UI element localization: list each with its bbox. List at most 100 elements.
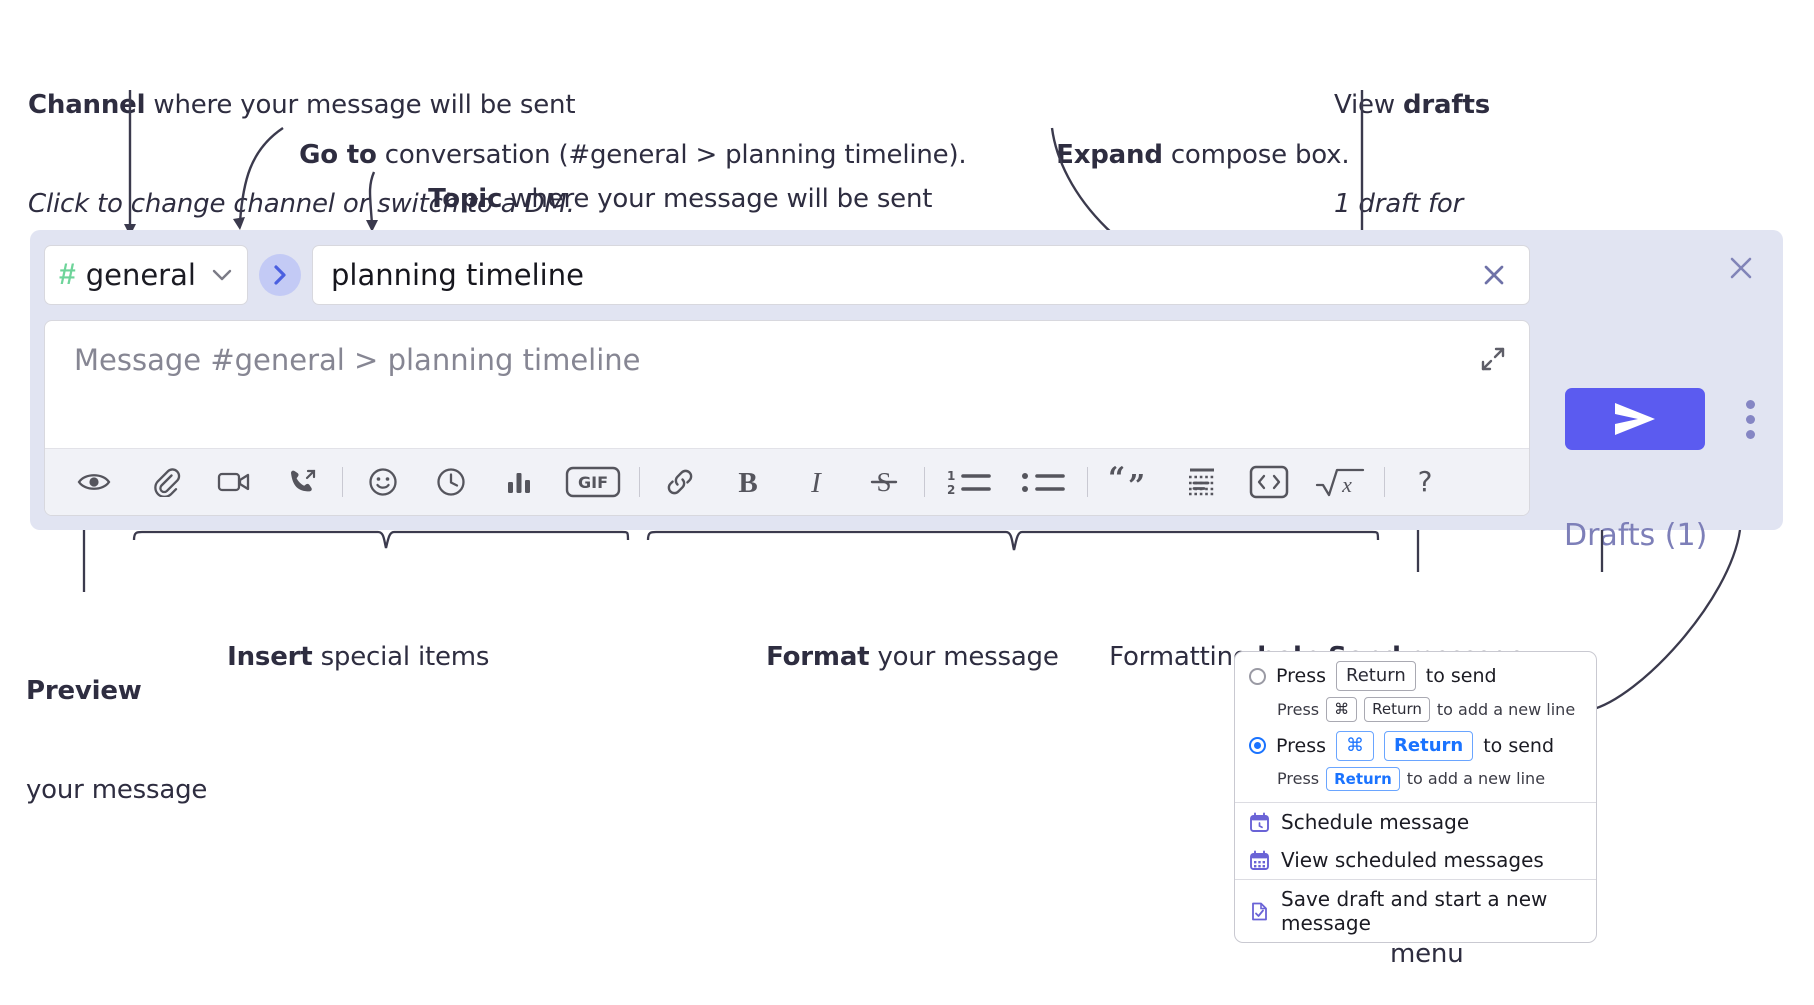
radio-return[interactable] xyxy=(1249,667,1266,685)
preview-icon[interactable] xyxy=(71,459,117,505)
annotation-preview-rest: your message xyxy=(26,775,208,806)
compose-inner: # general planning timeline Message #gen… xyxy=(44,244,1530,516)
toolbar-divider xyxy=(639,467,640,497)
hash-icon: # xyxy=(59,258,76,291)
compose-panel: # general planning timeline Message #gen… xyxy=(30,230,1783,553)
option2-press-label: Press xyxy=(1276,734,1327,757)
send-button[interactable] xyxy=(1565,388,1705,450)
menu-item-view-scheduled-messages[interactable]: View scheduled messages xyxy=(1235,841,1596,879)
svg-text:GIF: GIF xyxy=(578,473,608,492)
latex-icon[interactable]: x xyxy=(1313,459,1367,505)
option2-key-cmd: ⌘ xyxy=(1336,730,1375,761)
svg-text:B: B xyxy=(738,467,757,498)
annotation-topic-bold: Topic xyxy=(428,184,503,215)
code-block-icon[interactable] xyxy=(1179,459,1225,505)
annotation-expand: Expand compose box. xyxy=(1040,106,1349,173)
option2-sub-key-return: Return xyxy=(1326,766,1400,792)
compose-header-row: # general planning timeline xyxy=(44,244,1530,306)
menu-item-label: Schedule message xyxy=(1281,810,1470,835)
annotation-insert-bold: Insert xyxy=(227,642,313,673)
menu-item-label: Save draft and start a new message xyxy=(1281,887,1548,936)
calendar-clock-icon xyxy=(1249,812,1270,833)
drafts-link[interactable]: Drafts (1) xyxy=(1564,518,1708,553)
svg-text:x: x xyxy=(1341,472,1352,497)
send-option-return[interactable]: Press Return to send Press ⌘ Return to a… xyxy=(1235,652,1596,729)
annotation-goto: Go to conversation (#general > planning … xyxy=(283,106,967,173)
goto-conversation-button[interactable] xyxy=(259,254,301,296)
svg-text:I: I xyxy=(810,467,822,498)
svg-text:”: ” xyxy=(1128,469,1145,498)
topic-field[interactable]: planning timeline xyxy=(312,245,1530,305)
annotation-format: Format your message xyxy=(750,608,1059,675)
annotation-topic: Topic where your message will be sent xyxy=(412,150,932,217)
option1-sub-tail: to add a new line xyxy=(1436,699,1576,719)
option1-tail-label: to send xyxy=(1425,665,1497,688)
annotation-topic-rest: where your message will be sent xyxy=(502,184,933,215)
annotation-drafts-italic1: 1 draft for xyxy=(1334,189,1464,220)
blockquote-icon[interactable]: “” xyxy=(1105,459,1157,505)
annotation-help-lead: Formatting xyxy=(1109,642,1258,673)
option2-sub-tail: to add a new line xyxy=(1406,769,1546,789)
option1-sub-press: Press xyxy=(1277,699,1320,719)
option2-key-return: Return xyxy=(1384,730,1474,761)
bulleted-list-icon[interactable] xyxy=(1018,459,1070,505)
annotation-insert: Insert special items xyxy=(211,608,489,675)
link-icon[interactable] xyxy=(657,459,703,505)
chevron-down-icon xyxy=(211,268,233,282)
radio-cmd-return[interactable] xyxy=(1249,737,1266,755)
inline-code-icon[interactable] xyxy=(1247,459,1291,505)
compose-options-menu-button[interactable] xyxy=(1730,396,1770,442)
annotation-format-bold: Format xyxy=(766,642,870,673)
svg-text:2: 2 xyxy=(947,483,955,497)
calendar-grid-icon xyxy=(1249,850,1270,871)
attachment-icon[interactable] xyxy=(143,459,189,505)
annotation-expand-bold: Expand xyxy=(1056,140,1163,171)
message-placeholder: Message #general > planning timeline xyxy=(74,343,641,377)
option2-sub-press: Press xyxy=(1277,769,1320,789)
option1-sub-key-return: Return xyxy=(1364,697,1430,722)
annotation-expand-rest: compose box. xyxy=(1162,140,1350,171)
strikethrough-icon[interactable]: S xyxy=(861,459,907,505)
message-input-box[interactable]: Message #general > planning timeline xyxy=(44,320,1530,516)
menu-item-schedule-message[interactable]: Schedule message xyxy=(1235,803,1596,841)
annotation-drafts-lead: View xyxy=(1334,89,1403,120)
gif-icon[interactable]: GIF xyxy=(564,459,622,505)
save-draft-icon xyxy=(1249,901,1270,922)
svg-text:?: ? xyxy=(1418,465,1433,498)
toolbar-divider xyxy=(924,467,925,497)
expand-icon[interactable] xyxy=(1473,339,1513,379)
svg-text:1: 1 xyxy=(947,469,955,483)
menu-item-label: View scheduled messages xyxy=(1281,848,1544,873)
clock-icon[interactable] xyxy=(428,459,474,505)
option1-sub-key-cmd: ⌘ xyxy=(1326,697,1358,722)
toolbar-divider xyxy=(342,467,343,497)
menu-divider xyxy=(1235,802,1596,804)
toolbar-divider xyxy=(1087,467,1088,497)
italic-icon[interactable]: I xyxy=(793,459,839,505)
menu-item-save-draft[interactable]: Save draft and start a new message xyxy=(1235,880,1596,942)
poll-icon[interactable] xyxy=(496,459,542,505)
clear-topic-icon[interactable] xyxy=(1471,252,1517,298)
audio-call-icon[interactable] xyxy=(279,459,325,505)
compose-options-menu: Press Return to send Press ⌘ Return to a… xyxy=(1234,651,1597,944)
help-icon[interactable]: ? xyxy=(1402,459,1448,505)
channel-name: general xyxy=(85,258,196,292)
annotation-goto-rest: conversation (#general > planning timeli… xyxy=(376,140,967,171)
menu-divider xyxy=(1235,879,1596,881)
annotation-goto-bold: Go to xyxy=(299,140,377,171)
emoji-icon[interactable] xyxy=(360,459,406,505)
option1-press-label: Press xyxy=(1276,665,1327,688)
option2-tail-label: to send xyxy=(1483,734,1555,757)
option1-key-return: Return xyxy=(1336,661,1416,692)
close-icon[interactable] xyxy=(1721,248,1761,288)
annotation-preview-bold: Preview xyxy=(26,675,142,706)
annotation-channel-rest: where your message will be sent xyxy=(145,89,576,120)
channel-selector[interactable]: # general xyxy=(44,245,248,305)
svg-text:“: “ xyxy=(1108,466,1125,496)
send-option-cmd-return[interactable]: Press ⌘ Return to send Press Return to a… xyxy=(1235,729,1596,803)
annotation-channel-bold: Channel xyxy=(28,89,146,120)
video-icon[interactable] xyxy=(211,459,257,505)
bold-icon[interactable]: B xyxy=(725,459,771,505)
